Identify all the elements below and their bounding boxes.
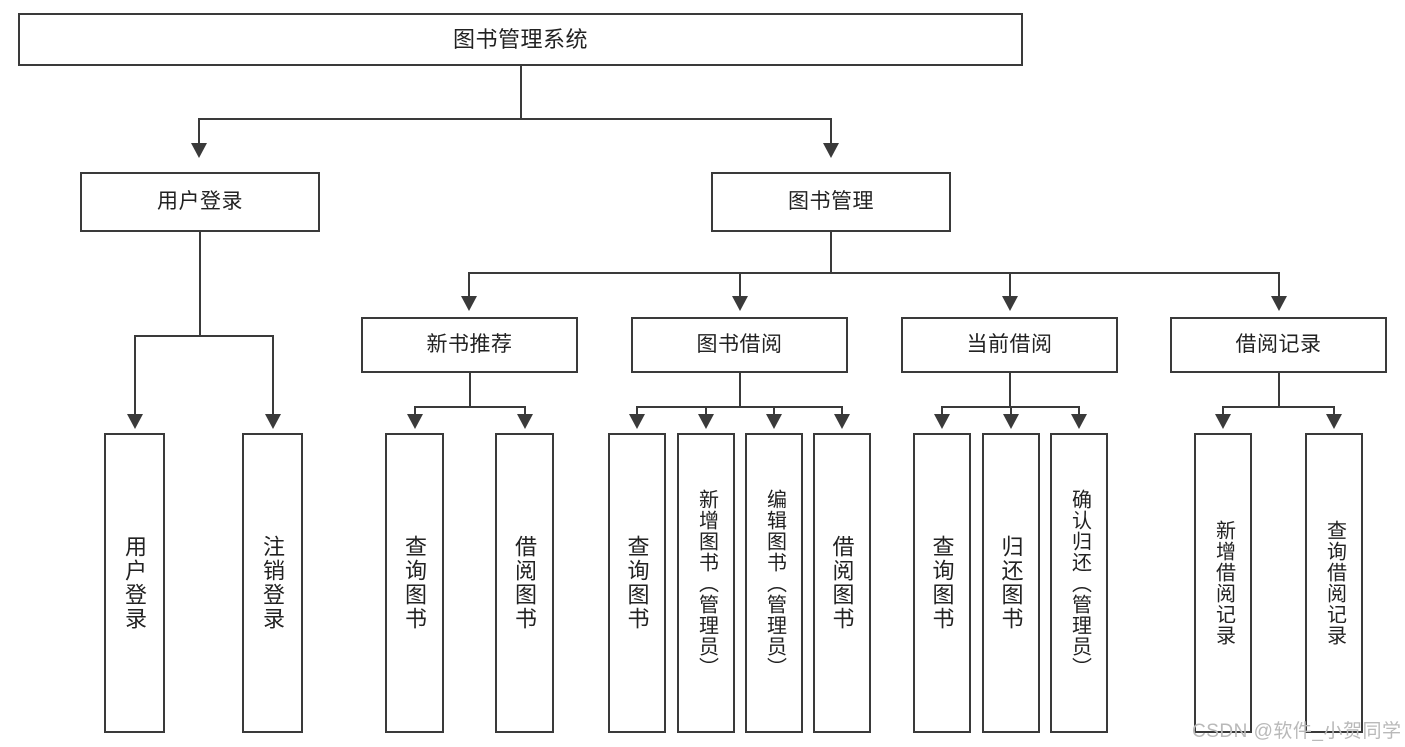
watermark-text: CSDN @软件_小贺同学 — [1192, 721, 1402, 742]
leaf-borrowrecords-add-record[interactable]: 新增借阅记录 — [1194, 433, 1252, 733]
node-label: 用户登录 — [157, 189, 243, 213]
arrow-bookborrow-leaf-3 — [834, 414, 850, 429]
arrow-userlogin-leaf-0 — [127, 414, 143, 429]
node-label: 图书管理系统 — [452, 26, 588, 52]
leaf-newbook-query-book[interactable]: 查询图书 — [385, 433, 444, 733]
connector-bookborrow-bus — [636, 406, 843, 408]
connector-newbook-stem — [469, 373, 471, 408]
arrow-borrowrecords-leaf-0 — [1215, 414, 1231, 429]
arrow-borrowrecords-leaf-1 — [1326, 414, 1342, 429]
connector-root-to-userlogin — [198, 118, 200, 146]
leaf-currentborrow-confirm-return-admin[interactable]: 确认归还（管理员） — [1050, 433, 1108, 733]
leaf-newbook-borrow-book[interactable]: 借阅图书 — [495, 433, 554, 733]
node-label: 确认归还（管理员） — [1068, 488, 1091, 678]
connector-newbook-bus — [414, 406, 526, 408]
node-label: 借阅记录 — [1235, 332, 1322, 356]
connector-userlogin-to-leaf-0 — [134, 335, 136, 417]
node-label: 图书借阅 — [696, 332, 783, 356]
leaf-currentborrow-return-book[interactable]: 归还图书 — [982, 433, 1040, 733]
connector-root-bus — [198, 118, 832, 120]
node-label: 查询图书 — [624, 535, 650, 631]
connector-bookmgmt-to-child-0 — [468, 272, 470, 299]
arrow-currentborrow-leaf-2 — [1071, 414, 1087, 429]
node-label: 归还图书 — [998, 535, 1024, 631]
connector-root-stem — [520, 66, 522, 119]
connector-borrowrecords-stem — [1278, 373, 1280, 408]
node-label: 借阅图书 — [829, 535, 855, 631]
node-label: 图书管理 — [788, 189, 874, 213]
node-label: 查询图书 — [402, 535, 428, 631]
leaf-user-login[interactable]: 用户登录 — [104, 433, 165, 733]
arrow-to-userlogin — [191, 143, 207, 158]
leaf-bookborrow-borrow-book[interactable]: 借阅图书 — [813, 433, 871, 733]
connector-userlogin-stem — [199, 232, 201, 336]
connector-bookmgmt-to-child-1 — [739, 272, 741, 299]
connector-bookmgmt-to-child-2 — [1009, 272, 1011, 299]
node-root-system[interactable]: 图书管理系统 — [18, 13, 1023, 66]
node-label: 查询借阅记录 — [1323, 520, 1346, 646]
arrow-bookmgmt-child-1 — [732, 296, 748, 311]
node-label: 新增借阅记录 — [1212, 520, 1235, 646]
node-borrow-records[interactable]: 借阅记录 — [1170, 317, 1387, 373]
node-label: 注销登录 — [260, 535, 286, 631]
leaf-logout[interactable]: 注销登录 — [242, 433, 303, 733]
arrow-bookmgmt-child-0 — [461, 296, 477, 311]
node-label: 借阅图书 — [512, 535, 538, 631]
connector-userlogin-bus — [134, 335, 274, 337]
connector-bookmgmt-stem — [830, 232, 832, 273]
leaf-bookborrow-query-book[interactable]: 查询图书 — [608, 433, 666, 733]
node-label: 新书推荐 — [426, 332, 513, 356]
connector-newbook-to-leaf-0 — [414, 406, 416, 417]
arrow-bookborrow-leaf-1 — [698, 414, 714, 429]
connector-bookborrow-to-leaf-0 — [636, 406, 638, 417]
arrow-bookborrow-leaf-2 — [766, 414, 782, 429]
leaf-borrowrecords-query-record[interactable]: 查询借阅记录 — [1305, 433, 1363, 733]
arrow-bookmgmt-child-3 — [1271, 296, 1287, 311]
connector-currentborrow-to-leaf-2 — [1078, 406, 1080, 417]
node-current-borrow[interactable]: 当前借阅 — [901, 317, 1118, 373]
connector-newbook-to-leaf-1 — [524, 406, 526, 417]
node-label: 查询图书 — [929, 535, 955, 631]
node-book-borrow[interactable]: 图书借阅 — [631, 317, 848, 373]
connector-borrowrecords-bus — [1222, 406, 1335, 408]
node-label: 新增图书（管理员） — [695, 488, 718, 678]
arrow-bookborrow-leaf-0 — [629, 414, 645, 429]
connector-currentborrow-to-leaf-0 — [941, 406, 943, 417]
connector-bookborrow-to-leaf-3 — [841, 406, 843, 417]
connector-borrowrecords-to-leaf-0 — [1222, 406, 1224, 417]
arrow-to-bookmgmt — [823, 143, 839, 158]
arrow-currentborrow-leaf-0 — [934, 414, 950, 429]
node-user-login[interactable]: 用户登录 — [80, 172, 320, 232]
node-new-book-recommend[interactable]: 新书推荐 — [361, 317, 578, 373]
connector-borrowrecords-to-leaf-1 — [1333, 406, 1335, 417]
arrow-bookmgmt-child-2 — [1002, 296, 1018, 311]
node-label: 编辑图书（管理员） — [763, 488, 786, 678]
node-label: 用户登录 — [122, 535, 148, 631]
leaf-currentborrow-query-book[interactable]: 查询图书 — [913, 433, 971, 733]
node-label: 当前借阅 — [966, 332, 1053, 356]
arrow-userlogin-leaf-1 — [265, 414, 281, 429]
leaf-bookborrow-add-book-admin[interactable]: 新增图书（管理员） — [677, 433, 735, 733]
node-book-management[interactable]: 图书管理 — [711, 172, 951, 232]
connector-bookborrow-to-leaf-1 — [705, 406, 707, 417]
connector-bookmgmt-to-child-3 — [1278, 272, 1280, 299]
connector-bookmgmt-bus — [468, 272, 1280, 274]
arrow-currentborrow-leaf-1 — [1003, 414, 1019, 429]
connector-bookborrow-to-leaf-2 — [773, 406, 775, 417]
arrow-newbook-leaf-0 — [407, 414, 423, 429]
arrow-newbook-leaf-1 — [517, 414, 533, 429]
connector-currentborrow-stem — [1009, 373, 1011, 408]
connector-userlogin-to-leaf-1 — [272, 335, 274, 417]
connector-root-to-bookmgmt — [830, 118, 832, 146]
connector-bookborrow-stem — [739, 373, 741, 408]
leaf-bookborrow-edit-book-admin[interactable]: 编辑图书（管理员） — [745, 433, 803, 733]
connector-currentborrow-to-leaf-1 — [1010, 406, 1012, 417]
